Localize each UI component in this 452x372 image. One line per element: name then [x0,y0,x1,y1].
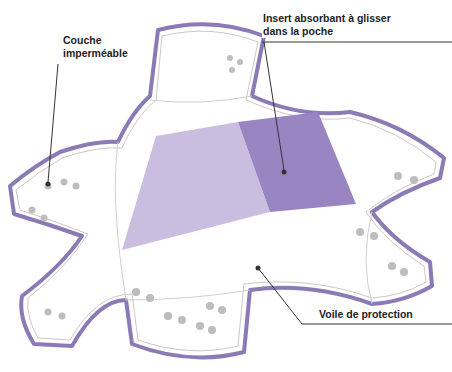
callout-label: Voile de protection [318,308,414,321]
diaper-outline [10,24,444,357]
diaper-inner-outline [16,31,436,351]
snap-buttons [29,55,419,334]
callout-label: Insert absorbant à glisser dans la poche [262,12,414,38]
leader-line [46,42,452,324]
insert-dark [238,112,356,212]
callout-label: Couche imperméable [62,34,140,60]
fold-line [115,96,372,304]
